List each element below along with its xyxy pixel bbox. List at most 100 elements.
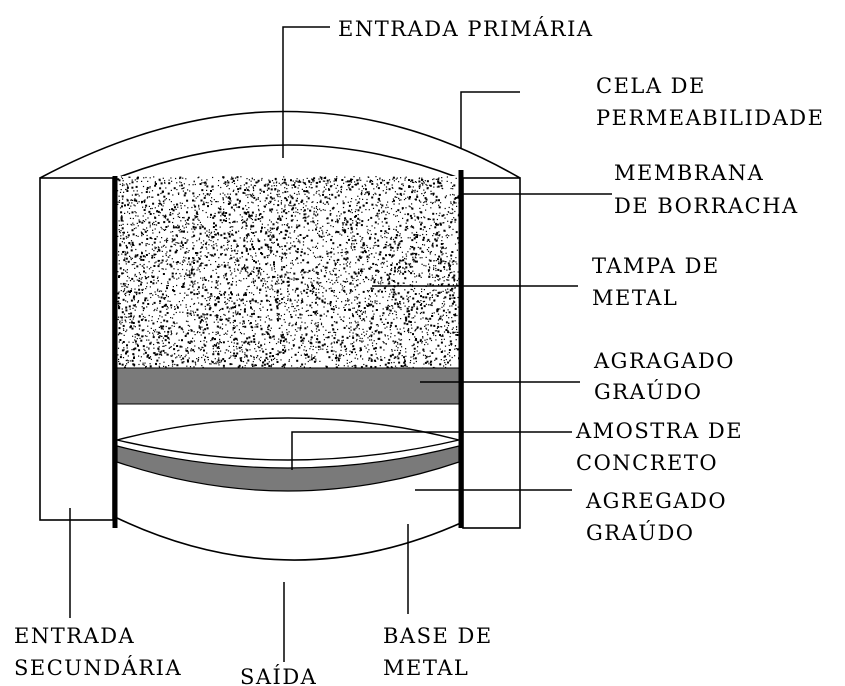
speckle-dot [242, 366, 244, 368]
speckle-dot [170, 346, 172, 348]
speckle-dot [122, 223, 124, 225]
speckle-dot [345, 248, 347, 250]
speckle-dot [445, 329, 448, 331]
speckle-dot [440, 283, 443, 286]
speckle-dot [336, 279, 338, 281]
speckle-dot [400, 365, 403, 367]
speckle-dot [160, 182, 163, 185]
speckle-dot [202, 366, 204, 368]
speckle-dot [435, 289, 437, 291]
speckle-dot [250, 231, 253, 234]
speckle-dot [223, 211, 225, 213]
speckle-dot [431, 202, 434, 205]
speckle-dot [237, 269, 239, 271]
speckle-dot [342, 280, 344, 282]
speckle-dot [400, 187, 403, 190]
speckle-dot [232, 221, 235, 223]
speckle-dot [297, 226, 299, 228]
speckle-dot [146, 186, 149, 189]
speckle-dot [248, 292, 251, 294]
speckle-dot [212, 185, 214, 188]
speckle-dot [204, 181, 207, 184]
speckle-dot [130, 199, 132, 201]
speckle-dot [280, 202, 282, 204]
speckle-dot [392, 296, 395, 298]
speckle-dot [290, 262, 292, 264]
speckle-dot [350, 275, 353, 278]
speckle-dot [340, 213, 342, 215]
speckle-dot [210, 286, 213, 288]
speckle-dot [312, 201, 314, 203]
speckle-dot [121, 241, 123, 243]
speckle-dot [344, 290, 346, 292]
speckle-dot [357, 258, 360, 261]
speckle-dot [347, 299, 349, 301]
speckle-dot [274, 271, 276, 273]
speckle-dot [345, 196, 347, 198]
speckle-dot [457, 271, 459, 273]
speckle-dot [287, 295, 289, 297]
speckle-dot [268, 300, 270, 302]
speckle-dot [377, 259, 379, 261]
speckle-dot [326, 184, 328, 186]
speckle-dot [320, 270, 323, 272]
speckle-dot [376, 186, 378, 188]
speckle-dot [455, 261, 457, 263]
speckle-dot [389, 272, 392, 275]
speckle-dot [192, 218, 195, 221]
speckle-dot [126, 316, 128, 318]
speckle-dot [275, 282, 277, 284]
speckle-dot [266, 362, 269, 365]
speckle-dot [331, 342, 333, 344]
speckle-dot [125, 283, 127, 285]
speckle-dot [380, 263, 382, 265]
speckle-dot [250, 355, 252, 357]
speckle-dot [303, 203, 305, 205]
speckle-dot [383, 263, 385, 265]
speckle-dot [369, 339, 371, 341]
speckle-dot [192, 284, 194, 286]
speckle-dot [368, 359, 370, 361]
speckle-dot [264, 233, 267, 235]
speckle-dot [308, 192, 310, 194]
speckle-dot [158, 199, 160, 201]
speckle-dot [359, 177, 361, 179]
speckle-dot [427, 269, 430, 272]
speckle-dot [178, 327, 180, 329]
speckle-dot [249, 300, 252, 303]
speckle-dot [192, 242, 194, 244]
speckle-dot [369, 230, 371, 232]
speckle-dot [123, 259, 126, 262]
speckle-dot [390, 269, 392, 272]
speckle-dot [364, 251, 367, 254]
speckle-dot [154, 224, 156, 226]
speckle-dot [269, 238, 271, 240]
speckle-dot [437, 279, 439, 281]
speckle-dot [194, 200, 196, 202]
speckle-dot [145, 272, 147, 274]
speckle-dot [208, 236, 210, 238]
speckle-dot [294, 215, 296, 217]
speckle-dot [306, 234, 309, 237]
speckle-dot [411, 189, 413, 191]
speckle-dot [135, 262, 137, 264]
speckle-dot [195, 364, 197, 366]
speckle-dot [186, 359, 189, 362]
speckle-dot [265, 283, 267, 285]
speckle-dot [398, 353, 400, 356]
speckle-dot [161, 250, 163, 252]
speckle-dot [397, 282, 400, 285]
speckle-dot [399, 302, 401, 304]
speckle-dot [162, 190, 164, 193]
speckle-dot [446, 256, 448, 258]
speckle-dot [118, 251, 120, 253]
speckle-dot [214, 228, 216, 231]
speckle-dot [182, 260, 184, 262]
speckle-dot [282, 280, 285, 283]
speckle-dot [452, 193, 454, 196]
speckle-dot [405, 317, 408, 320]
speckle-dot [131, 202, 133, 204]
speckle-dot [379, 318, 382, 321]
speckle-dot [250, 255, 252, 257]
speckle-dot [250, 194, 253, 197]
